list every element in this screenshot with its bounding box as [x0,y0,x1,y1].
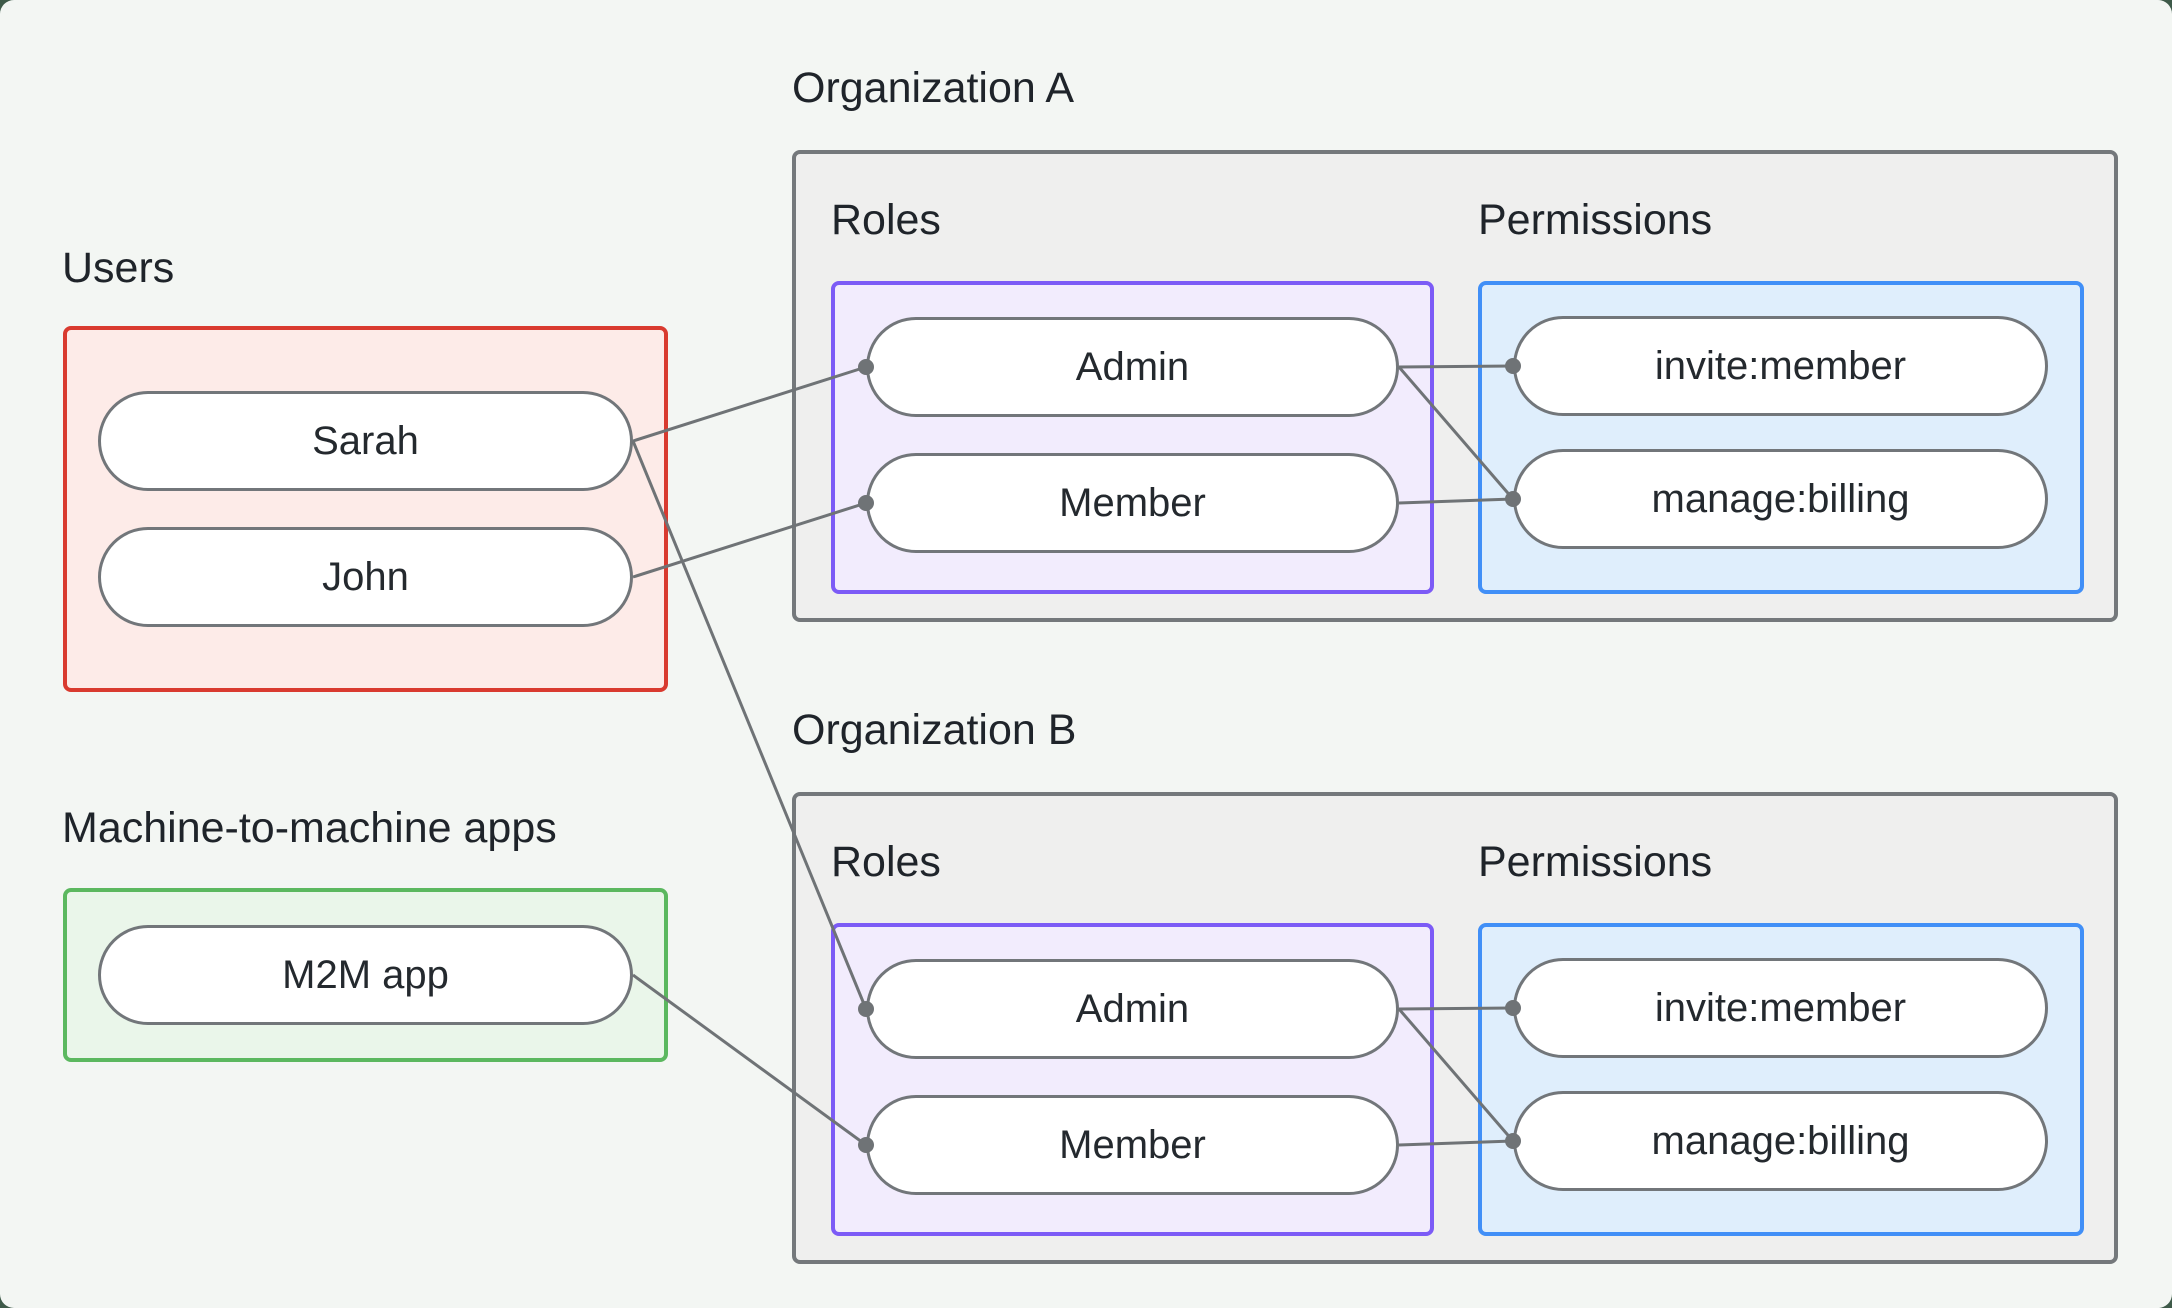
org-b-permissions-title: Permissions [1478,838,1713,886]
permission-node-manage-billing: manage:billing [1513,1091,2048,1191]
user-node-label: Sarah [312,418,419,463]
role-node-label: Member [1059,1122,1206,1167]
m2m-app-node-label: M2M app [282,952,449,997]
org-a-permissions-box: invite:member manage:billing [1478,281,2084,594]
permission-node-invite-member: invite:member [1513,958,2048,1058]
user-node-sarah: Sarah [98,391,633,491]
role-node-label: Admin [1075,986,1190,1031]
org-b-roles-box: Admin Member [831,923,1434,1236]
permission-node-label: manage:billing [1651,476,1910,521]
org-a-roles-title: Roles [831,196,941,244]
user-node-john: John [98,527,633,627]
m2m-app-node: M2M app [98,925,633,1025]
permission-node-manage-billing: manage:billing [1513,449,2048,549]
users-group-box: Sarah John [63,326,668,692]
permission-node-invite-member: invite:member [1513,316,2048,416]
org-b-permissions-box: invite:member manage:billing [1478,923,2084,1236]
m2m-group-box: M2M app [63,888,668,1062]
role-node-admin: Admin [866,317,1399,417]
org-b-box: Roles Admin Member Permissions invite:me… [792,792,2118,1264]
org-a-title: Organization A [792,64,1075,112]
role-node-label: Member [1059,480,1206,525]
permission-node-label: invite:member [1654,343,1907,388]
org-b-roles-title: Roles [831,838,941,886]
permission-node-label: manage:billing [1651,1118,1910,1163]
users-group-title: Users [62,244,175,292]
role-node-admin: Admin [866,959,1399,1059]
org-b-title: Organization B [792,706,1077,754]
permission-node-label: invite:member [1654,985,1907,1030]
role-node-member: Member [866,1095,1399,1195]
m2m-group-title: Machine-to-machine apps [62,804,557,852]
org-a-box: Roles Admin Member Permissions invite:me… [792,150,2118,622]
user-node-label: John [322,554,409,599]
org-a-permissions-title: Permissions [1478,196,1713,244]
role-node-member: Member [866,453,1399,553]
org-a-roles-box: Admin Member [831,281,1434,594]
role-node-label: Admin [1075,344,1190,389]
